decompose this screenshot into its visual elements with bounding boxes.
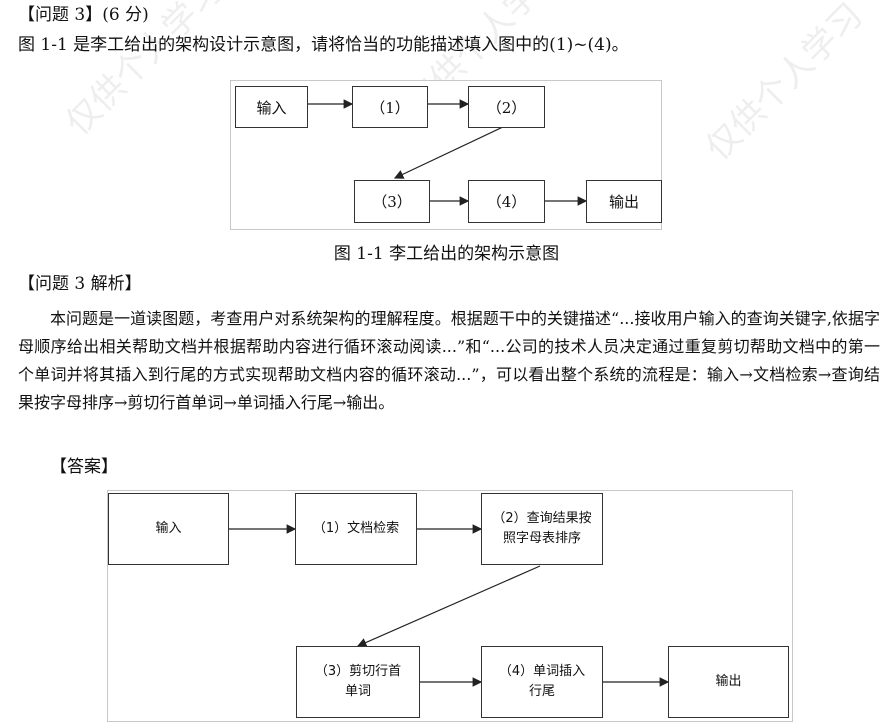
answer-node-2: （2）查询结果按照字母表排序 <box>481 493 603 565</box>
node-4: （4） <box>468 180 545 223</box>
node-1: （1） <box>352 86 428 128</box>
node-3: （3） <box>354 180 430 223</box>
node-input: 输入 <box>235 86 308 128</box>
arrow-2-to-3 <box>393 125 506 179</box>
node-2: （2） <box>468 86 545 128</box>
answer-arrow-2-to-3 <box>356 565 541 648</box>
analysis-paragraph: 本问题是一道读图题，考查用户对系统架构的理解程度。根据题干中的关键描述“...接… <box>18 309 880 412</box>
answer-node-3: （3）剪切行首单词 <box>296 646 420 718</box>
node-output: 输出 <box>586 180 662 223</box>
answer-node-input: 输入 <box>108 493 229 565</box>
answer-heading: 【答案】 <box>50 457 118 477</box>
figure-caption: 图 1-1 李工给出的架构示意图 <box>333 244 560 264</box>
answer-node-4: （4）单词插入行尾 <box>481 646 603 718</box>
question-heading: 【问题 3】(6 分) <box>18 5 149 25</box>
answer-node-output: 输出 <box>668 646 789 718</box>
question-prompt: 图 1-1 是李工给出的架构设计示意图，请将恰当的功能描述填入图中的(1)~(4… <box>18 35 629 55</box>
analysis-heading: 【问题 3 解析】 <box>18 274 142 294</box>
answer-node-1: （1）文档检索 <box>295 493 417 565</box>
